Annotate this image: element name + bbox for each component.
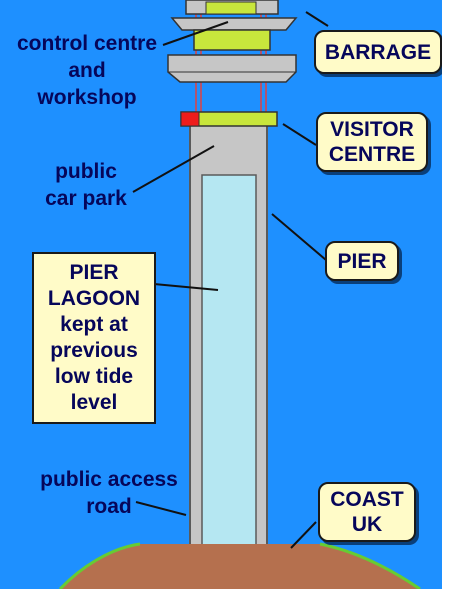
leader-pier — [271, 213, 327, 261]
box-visitor-centre: VISITOR CENTRE — [316, 112, 428, 172]
land-grass-left — [58, 542, 141, 589]
box-coast-uk: COAST UK — [318, 482, 416, 542]
leader-car-park — [132, 145, 215, 193]
box-pier-lagoon: PIER LAGOON kept at previous low tide le… — [32, 252, 156, 424]
box-pier: PIER — [325, 241, 399, 281]
workshop-platform — [167, 54, 297, 83]
box-barrage: BARRAGE — [314, 30, 442, 74]
label-public-access-road: public access road — [40, 468, 178, 518]
land-grass-right — [319, 542, 421, 589]
barrage-green-block — [205, 1, 257, 15]
leader-coast — [290, 521, 317, 549]
control-centre-block — [193, 29, 271, 51]
leader-control-centre — [162, 21, 229, 46]
leader-access-road — [135, 501, 187, 516]
leader-lagoon — [153, 283, 219, 291]
pier-lagoon-water — [201, 174, 257, 561]
coast-land — [60, 544, 420, 589]
label-control-centre: control centre and workshop — [16, 32, 158, 109]
leader-barrage — [305, 11, 329, 27]
visitor-centre-red-end — [180, 111, 200, 127]
label-public-car-park: public car park — [45, 160, 127, 210]
leader-visitor-centre — [282, 123, 317, 146]
barrage-deck — [170, 17, 298, 31]
